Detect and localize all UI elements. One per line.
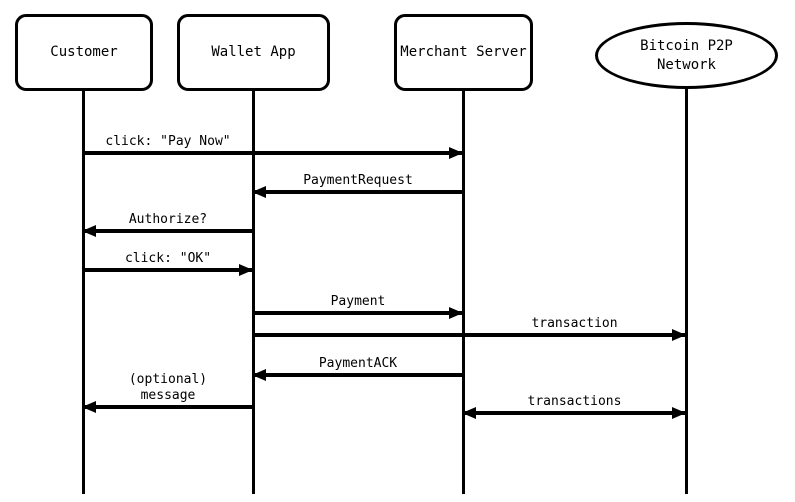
lifeline-merchant-server [461,89,465,494]
participant-label: Wallet App [211,44,296,60]
arrowhead-left-authorize [82,225,96,237]
message-label-transactions: transactions [527,394,622,409]
message-arrow-transactions [463,411,686,415]
message-arrow-optional-message [83,405,253,409]
message-arrow-payment-request [253,190,463,194]
arrowhead-right-payment [449,307,463,319]
message-arrow-click-pay-now [83,151,463,155]
participant-merchant-server: Merchant Server [394,14,533,91]
arrowhead-left-transactions [462,407,476,419]
participant-label: Customer [50,44,118,60]
arrowhead-right-click-ok [239,264,253,276]
message-label-payment-request: PaymentRequest [303,173,413,188]
participant-customer: Customer [15,14,153,91]
message-arrow-payment [253,311,463,315]
lifeline-wallet-app [251,89,255,494]
message-label-payment-ack: PaymentACK [318,356,398,371]
message-label-click-pay-now: click: "Pay Now" [105,134,231,149]
participant-wallet-app: Wallet App [177,14,330,91]
message-label-authorize: Authorize? [128,212,208,227]
arrowhead-left-optional-message [82,401,96,413]
lifeline-bitcoin-network [684,87,688,494]
message-arrow-transaction [253,333,686,337]
message-label-optional-message: (optional) message [128,372,208,403]
arrowhead-right-transaction [672,329,686,341]
participant-label: Bitcoin P2P Network [640,37,733,73]
lifeline-customer [81,89,85,494]
message-arrow-payment-ack [253,373,463,377]
arrowhead-right-click-pay-now [449,147,463,159]
arrowhead-right-transactions [672,407,686,419]
message-label-payment: Payment [330,294,386,309]
arrowhead-left-payment-request [252,186,266,198]
message-arrow-click-ok [83,268,253,272]
participant-bitcoin-network: Bitcoin P2P Network [595,22,778,89]
message-label-click-ok: click: "OK" [124,251,212,266]
message-arrow-authorize [83,229,253,233]
arrowhead-left-payment-ack [252,369,266,381]
participant-label: Merchant Server [400,44,527,60]
message-label-transaction: transaction [531,316,618,331]
